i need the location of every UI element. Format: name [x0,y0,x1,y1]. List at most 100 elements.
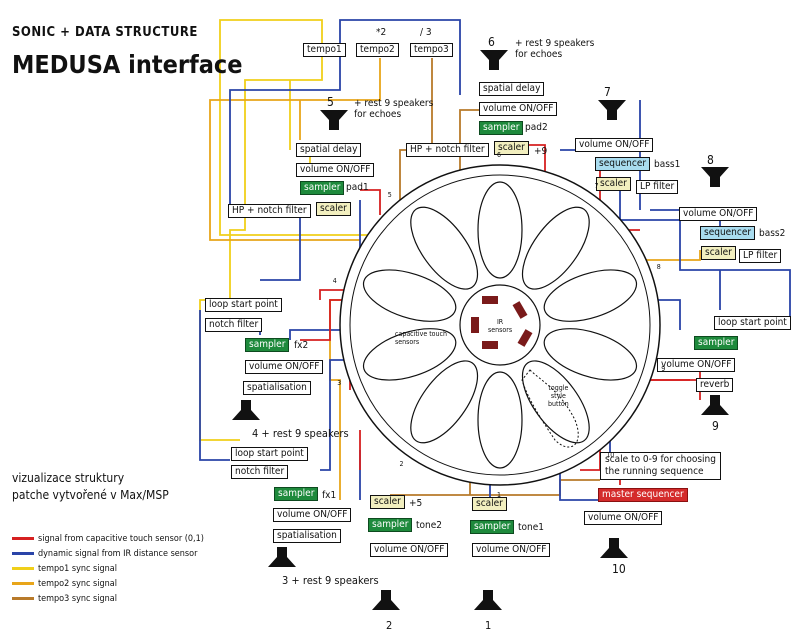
legend-item: signal from capacitive touch sensor (0,1… [12,534,204,545]
ch9-loop-start[interactable]: loop start point [714,316,791,330]
bass2-label: bass2 [759,228,786,239]
ir-sensor [482,341,498,349]
speaker-4-label: 4 + rest 9 speakers [252,427,349,440]
bass1-sequencer[interactable]: sequencer [595,157,651,171]
speaker-icon [268,547,296,567]
pad1-label: pad1 [346,182,369,193]
bass2-lp-filter[interactable]: LP filter [739,249,782,263]
fx1-notch-filter[interactable]: notch filter [231,465,289,479]
fx2-notch-filter[interactable]: notch filter [205,318,263,332]
caption: vizualizace struktury patche vytvořené v… [12,470,169,504]
bass1-lp-filter[interactable]: LP filter [636,180,679,194]
fx1-loop-start[interactable]: loop start point [231,447,308,461]
tempo2-box[interactable]: tempo2 [356,43,399,57]
speaker-5-label: 5 [327,95,334,109]
touch-pad-petal[interactable] [477,181,523,279]
speaker-icon [598,100,626,120]
pad2-spatial-delay[interactable]: spatial delay [479,82,545,96]
touch-pad-petal[interactable] [510,196,602,300]
pad2-label: pad2 [525,122,548,133]
legend-item: dynamic signal from IR distance sensor [12,549,197,560]
toggle-button-label: toggle style button [548,384,569,408]
tone1-volume[interactable]: volume ON/OFF [472,543,551,557]
petal-number: 6 [497,151,502,159]
toggle-style-button-outline [521,369,579,448]
master-sequencer[interactable]: master sequencer [598,488,688,502]
bass2-scaler[interactable]: scaler [701,246,736,260]
fx1-spatialisation[interactable]: spatialisation [273,529,341,543]
pad2-sampler[interactable]: sampler [479,121,524,135]
tempo2-wire [209,58,701,500]
bass1-volume[interactable]: volume ON/OFF [575,138,654,152]
tone2-volume[interactable]: volume ON/OFF [370,543,449,557]
speaker-5-note: + rest 9 speakers for echoes [354,98,434,120]
speaker-icon [701,395,729,415]
speaker-icon [320,110,348,130]
speaker-6-note: + rest 9 speakers for echoes [515,38,595,60]
touch-pad-petal[interactable] [510,350,602,454]
touch-pad-petal[interactable] [357,319,462,391]
fx2-spatialisation[interactable]: spatialisation [243,381,311,395]
touch-pad-petal[interactable] [538,319,643,391]
pad2-volume[interactable]: volume ON/OFF [479,102,558,116]
pad2-scaler[interactable]: scaler [494,141,529,155]
fx1-label: fx1 [322,490,337,501]
tone2-sampler[interactable]: sampler [368,518,413,532]
ir-sensor [471,317,479,333]
touch-pad-petal[interactable] [538,260,643,332]
caption-line2: patche vytvořené v Max/MSP [12,488,169,502]
fx1-volume[interactable]: volume ON/OFF [273,508,352,522]
ch9-reverb[interactable]: reverb [696,378,734,392]
petal-number: 7 [594,181,599,190]
pad2-hp-notch-filter[interactable]: HP + notch filter [406,143,489,157]
legend-item: tempo2 sync signal [12,579,117,590]
fx2-volume[interactable]: volume ON/OFF [245,360,324,374]
master-volume[interactable]: volume ON/OFF [584,511,663,525]
bass1-scaler[interactable]: scaler [596,177,631,191]
pad1-spatial-delay[interactable]: spatial delay [296,143,362,157]
page-subtitle: SONIC + DATA STRUCTURE [12,25,198,40]
speaker-icon [372,590,400,610]
tempo1-box[interactable]: tempo1 [303,43,346,57]
fx1-sampler[interactable]: sampler [274,487,319,501]
pad1-volume[interactable]: volume ON/OFF [296,163,375,177]
petal-number: 8 [656,262,661,271]
petal-number: 3 [337,379,342,388]
ch9-volume[interactable]: volume ON/OFF [657,358,736,372]
tone1-label: tone1 [518,522,544,533]
ir-sensors-label: IR sensors [488,318,513,334]
speaker-icon [480,50,508,70]
bass2-volume[interactable]: volume ON/OFF [679,207,758,221]
tone1-sampler[interactable]: sampler [470,520,515,534]
medusa-dial [339,164,661,486]
bass1-label: bass1 [654,159,681,170]
speaker-1-label: 1 [485,619,492,632]
touch-pad-petal[interactable] [357,260,462,332]
tone1-scaler[interactable]: scaler [472,497,507,511]
tempo1-wire [219,19,561,300]
pad1-sampler[interactable]: sampler [300,181,345,195]
fx2-sampler[interactable]: sampler [245,338,290,352]
pad1-scaler[interactable]: scaler [316,202,351,216]
speaker-icon [600,538,628,558]
touch-pad-petal[interactable] [398,350,490,454]
touch-pad-petal[interactable] [477,371,523,469]
fx2-label: fx2 [294,340,309,351]
caption-line1: vizualizace struktury [12,471,125,485]
ch9-sampler[interactable]: sampler [694,336,739,350]
touch-pad-petal[interactable] [398,196,490,300]
tempo-divide: / 3 [420,27,432,38]
bass2-sequencer[interactable]: sequencer [700,226,756,240]
petal-number: 4 [332,277,337,285]
pad1-hp-notch-filter[interactable]: HP + notch filter [228,204,311,218]
speaker-10-label: 10 [612,562,626,576]
tone2-plus: +5 [409,498,423,509]
tone2-scaler[interactable]: scaler [370,495,405,509]
tempo-multiply: *2 [376,27,387,38]
tempo3-box[interactable]: tempo3 [410,43,453,57]
petal-number: 9 [661,364,666,373]
ir-sensor [482,296,498,304]
fx2-loop-start[interactable]: loop start point [205,298,282,312]
page-title: MEDUSA interface [12,50,243,79]
